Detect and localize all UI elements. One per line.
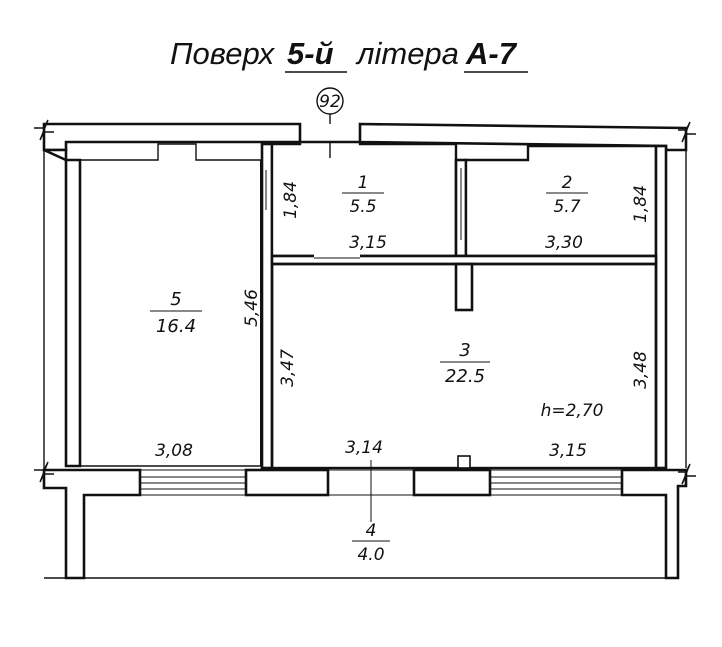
room-label-5: 5 16.4	[150, 289, 202, 337]
dim-room2-width: 3,30	[545, 233, 583, 253]
room-1-area: 5.5	[349, 197, 376, 217]
dim-room1-width: 3,15	[349, 233, 387, 253]
section-marker: 92	[316, 87, 344, 124]
room-2-area: 5.7	[553, 197, 580, 217]
dim-room2-height: 1,84	[631, 185, 651, 223]
bottom-wall-pier-2	[412, 468, 492, 497]
room-3-area: 22.5	[445, 366, 485, 387]
dim-room3-bottom-right: 3,15	[549, 441, 587, 461]
break-mark-top-right	[678, 121, 696, 143]
dim-room5-height: 5,46	[242, 289, 262, 327]
room-5-area: 16.4	[156, 316, 196, 337]
bottom-wall-right	[620, 468, 688, 580]
window-left	[139, 469, 247, 496]
room-3-number: 3	[459, 340, 470, 361]
break-mark-bottom-left	[34, 461, 54, 483]
room-label-4: 4 4.0	[352, 460, 390, 565]
title-prefix: Поверх	[170, 36, 276, 71]
dimension-labels: 1,84 3,15 1,84 3,30 3,47 3,48 3,14 3,15 …	[155, 181, 651, 461]
title-letter: А-7	[465, 36, 518, 71]
bottom-wall-pier-1	[244, 468, 330, 497]
break-mark-bottom-right	[678, 463, 696, 485]
left-wall-inner	[43, 148, 82, 468]
room-5-number: 5	[170, 289, 181, 310]
room-2-number: 2	[562, 173, 573, 193]
room-1-number: 1	[358, 173, 369, 193]
dim-room5-width: 3,08	[155, 441, 193, 461]
title-middle: літера	[355, 36, 459, 71]
marker-number: 92	[319, 92, 341, 112]
break-mark-top-left	[34, 119, 54, 141]
room-label-2: 2 5.7	[546, 173, 588, 217]
room-4-area: 4.0	[357, 545, 384, 565]
ceiling-height: h=2,70	[541, 401, 604, 421]
title-floor: 5-й	[287, 36, 334, 71]
plan-title: Поверх 5-й літера А-7	[170, 36, 528, 73]
dim-room1-height: 1,84	[281, 181, 301, 219]
room-label-1: 1 5.5	[342, 173, 384, 217]
dim-room3-right: 3,48	[631, 351, 651, 389]
interior-walls	[260, 140, 668, 470]
window-right	[489, 469, 623, 496]
dim-room3-bottom-left: 3,14	[345, 438, 383, 458]
room-label-3: 3 22.5	[440, 340, 490, 387]
break-marks	[34, 119, 696, 485]
dim-room3-left: 3,47	[278, 349, 298, 387]
bottom-wall-left	[42, 468, 142, 580]
room-4-number: 4	[366, 521, 377, 541]
